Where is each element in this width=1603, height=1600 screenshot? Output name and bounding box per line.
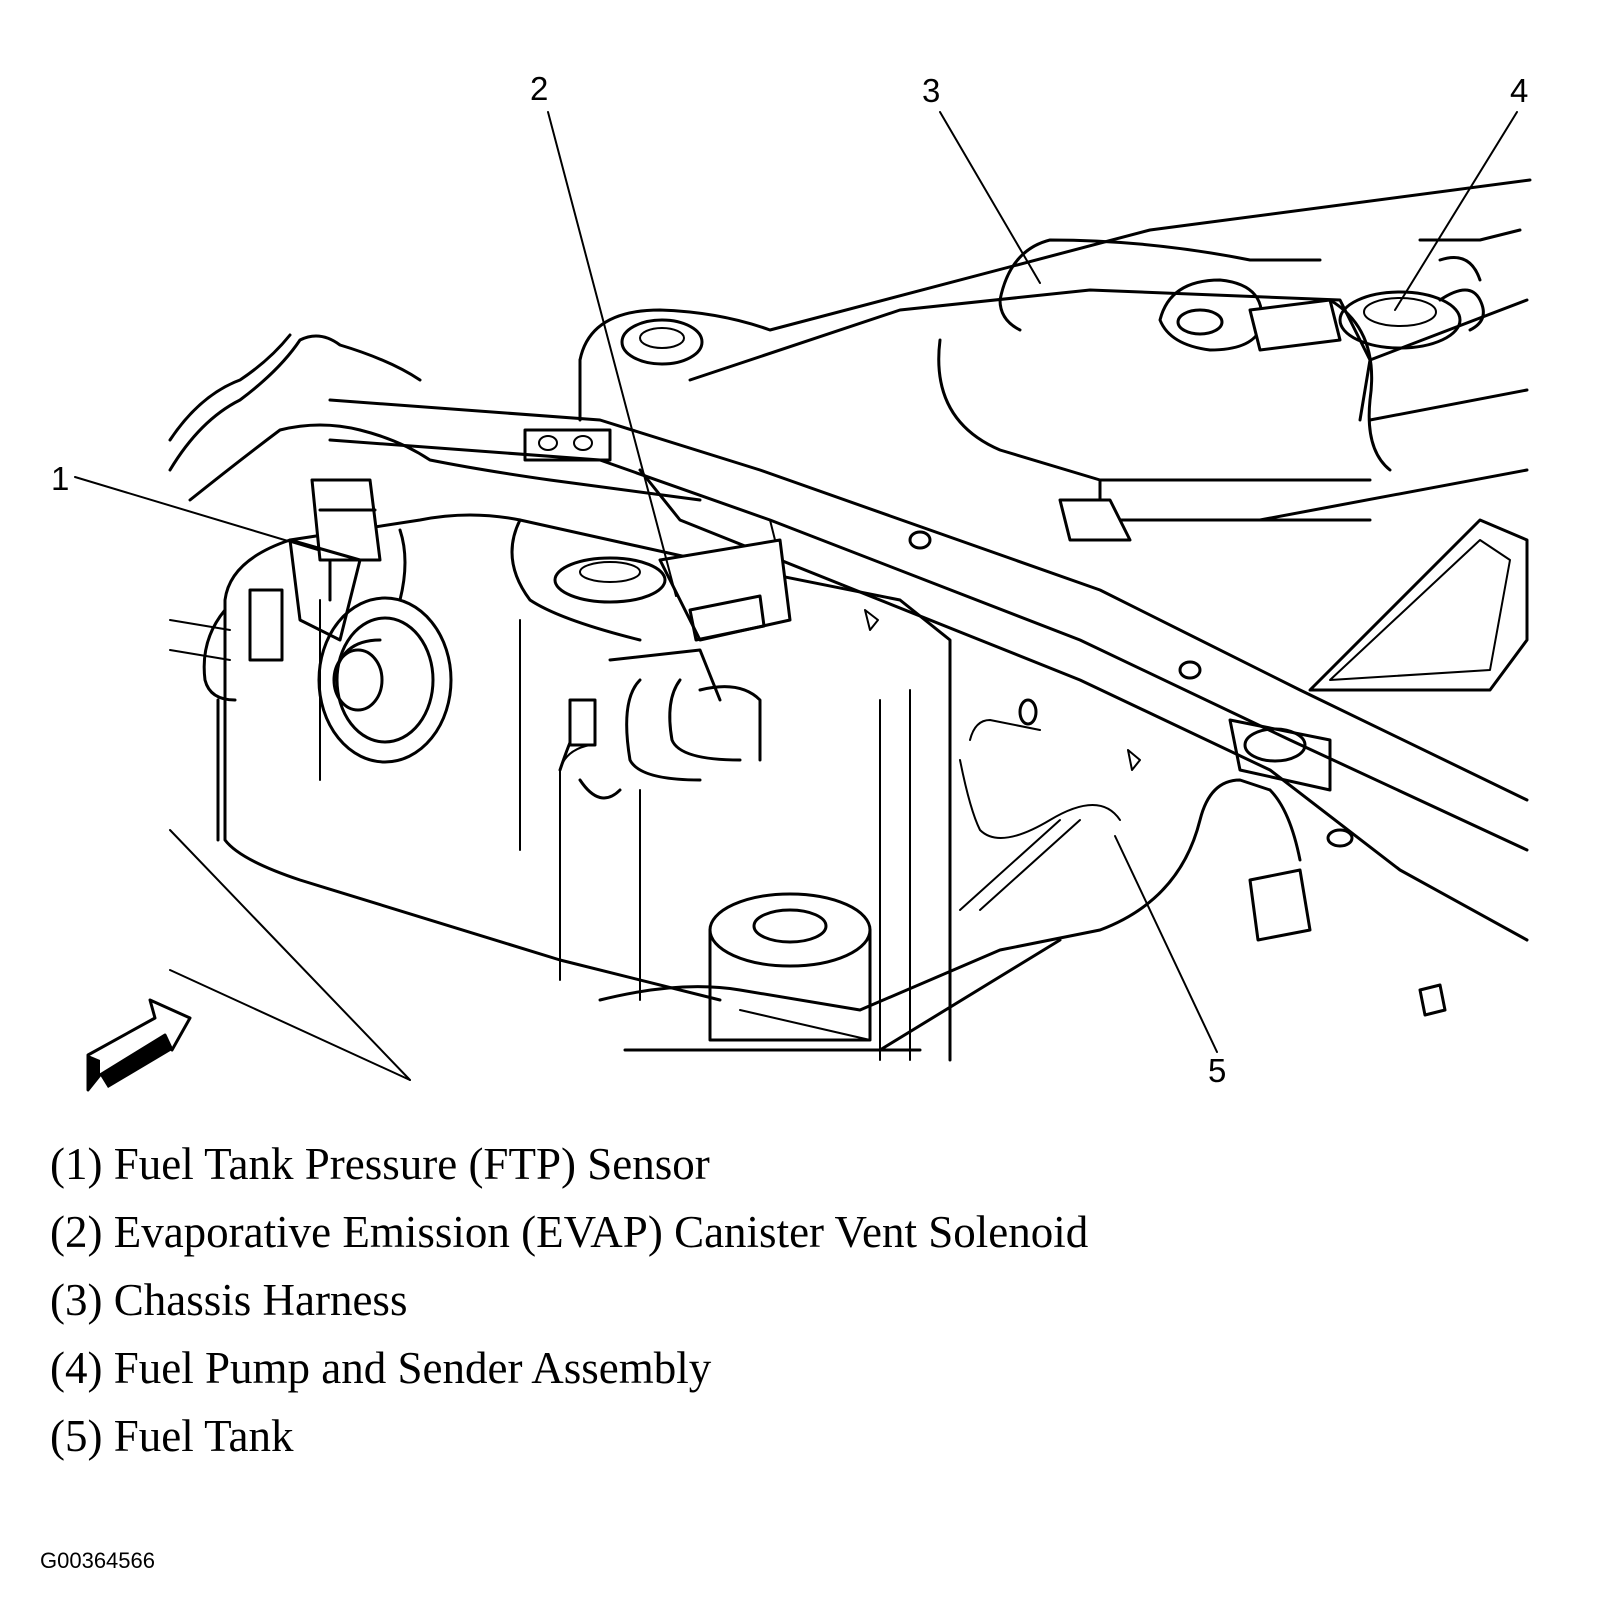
callout-number-3: 3 bbox=[922, 72, 940, 109]
legend-item-4: (4) Fuel Pump and Sender Assembly bbox=[50, 1343, 712, 1393]
callout-number-4: 4 bbox=[1510, 72, 1528, 109]
leader-line-5 bbox=[1114, 835, 1218, 1053]
leader-line-4 bbox=[1394, 111, 1518, 311]
ftp-sensor-drawing bbox=[248, 478, 382, 662]
legend-item-2: (2) Evaporative Emission (EVAP) Canister… bbox=[50, 1207, 1089, 1257]
legend-item-1: (1) Fuel Tank Pressure (FTP) Sensor bbox=[50, 1139, 710, 1189]
tank-mount-bracket-drawing bbox=[623, 892, 922, 1052]
leader-line-2 bbox=[547, 111, 677, 597]
evap-canister-drawing bbox=[578, 178, 1532, 692]
leader-line-1 bbox=[74, 476, 319, 551]
figure-id: G00364566 bbox=[40, 1548, 155, 1573]
leader-line-3 bbox=[939, 111, 1041, 284]
callout-leader-lines bbox=[74, 111, 1518, 1053]
legend-item-3: (3) Chassis Harness bbox=[50, 1275, 408, 1325]
legend-item-5: (5) Fuel Tank bbox=[50, 1411, 294, 1461]
harness-connector-drawing bbox=[1058, 298, 1447, 1017]
canister-vent-solenoid-drawing bbox=[568, 538, 792, 782]
front-direction-arrow-icon bbox=[86, 998, 192, 1092]
wiring-harness-drawing bbox=[168, 228, 1522, 1052]
frame-crossmember-drawing bbox=[328, 398, 1529, 942]
callout-number-5: 5 bbox=[1208, 1052, 1226, 1089]
callout-number-2: 2 bbox=[530, 70, 548, 107]
callout-number-1: 1 bbox=[51, 460, 69, 497]
fuel-tank-drawing bbox=[169, 513, 952, 1081]
component-legend: (1) Fuel Tank Pressure (FTP) Sensor (2) … bbox=[50, 1130, 1088, 1470]
